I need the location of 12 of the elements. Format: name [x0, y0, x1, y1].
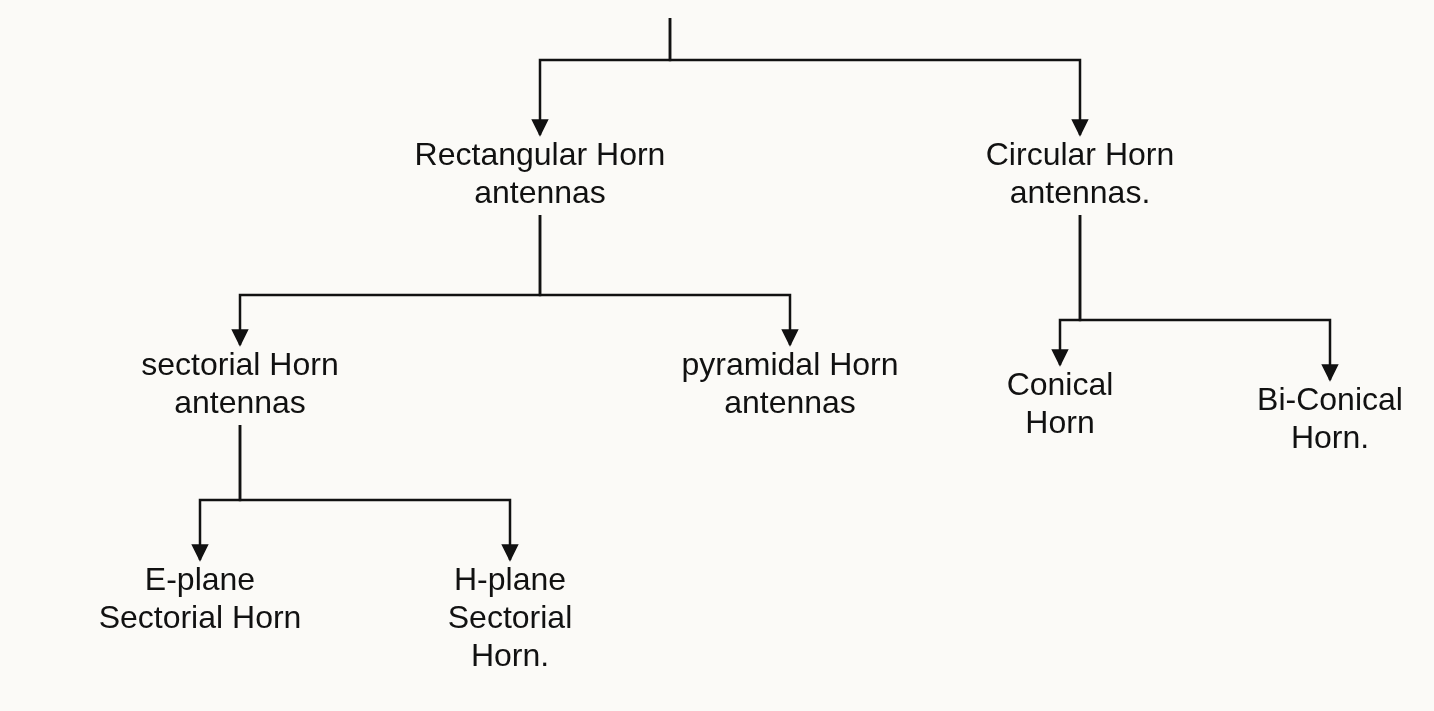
node-label: E-plane Sectorial Horn [97, 560, 303, 636]
arrow [1078, 215, 1339, 381]
node-label: Bi-Conical Horn. [1256, 380, 1404, 456]
node-label: Circular Horn antennas. [984, 135, 1176, 211]
arrow [538, 215, 799, 346]
node-label: H-plane Sectorial Horn. [446, 560, 574, 674]
node-label: pyramidal Horn antennas [680, 345, 900, 421]
node-label: Conical Horn [1005, 365, 1115, 441]
arrow [668, 18, 1089, 136]
node-label: sectorial Horn antennas [140, 345, 340, 421]
arrow [238, 425, 519, 561]
node-label: Rectangular Horn antennas [413, 135, 667, 211]
